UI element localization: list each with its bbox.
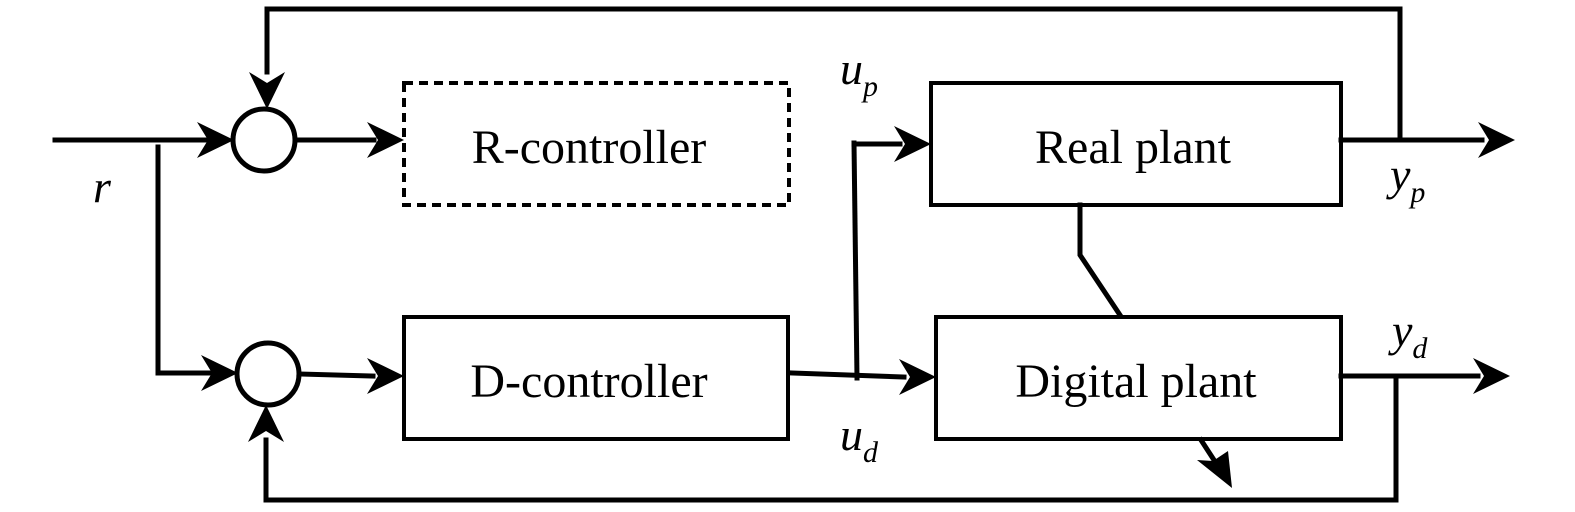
signal-label-r: r <box>93 161 112 212</box>
plant-link-line <box>1077 202 1124 319</box>
d-controller-block <box>402 315 790 441</box>
signal-label-u-d: ud <box>840 409 879 469</box>
digital-plant-diagonal-line <box>1197 436 1218 464</box>
arrow-head-yp-output <box>1478 122 1515 158</box>
r-controller-block <box>402 81 791 207</box>
digital-plant-label: Digital plant <box>1015 355 1257 408</box>
arrow-head-digital-plant <box>899 359 936 395</box>
arrow-head-real-plant <box>894 126 931 162</box>
control-switch-vertical <box>851 140 860 381</box>
arrow-head-r-controller <box>367 122 404 158</box>
signal-label-y-d: yd <box>1388 305 1428 365</box>
signal-label-u-p: up <box>840 43 878 103</box>
arrow-head-digital-plant-diagonal <box>1197 451 1232 488</box>
summing-junction-top <box>230 106 298 174</box>
arrow-head-d-controller <box>367 358 404 394</box>
real-plant-label: Real plant <box>1035 121 1232 174</box>
bottom-junction-to-d-controller <box>296 371 376 379</box>
reference-branch-line <box>155 144 217 376</box>
arrow-head-reference <box>197 122 234 158</box>
arrow-head-top-feedback <box>249 72 285 109</box>
signal-label-y-p: yp <box>1386 149 1425 209</box>
d-controller-to-digital-plant <box>789 370 907 380</box>
real-plant-block <box>929 81 1343 207</box>
arrow-head-bottom-junction-input <box>201 355 238 391</box>
top-feedback-line <box>264 6 1403 143</box>
bottom-feedback-line <box>263 373 1399 503</box>
r-controller-label: R-controller <box>472 121 707 174</box>
summing-junction-bottom <box>234 340 302 408</box>
digital-plant-block <box>934 315 1343 441</box>
arrow-head-bottom-feedback <box>248 405 284 442</box>
d-controller-label: D-controller <box>470 355 707 408</box>
arrow-head-yd-output <box>1473 358 1510 394</box>
